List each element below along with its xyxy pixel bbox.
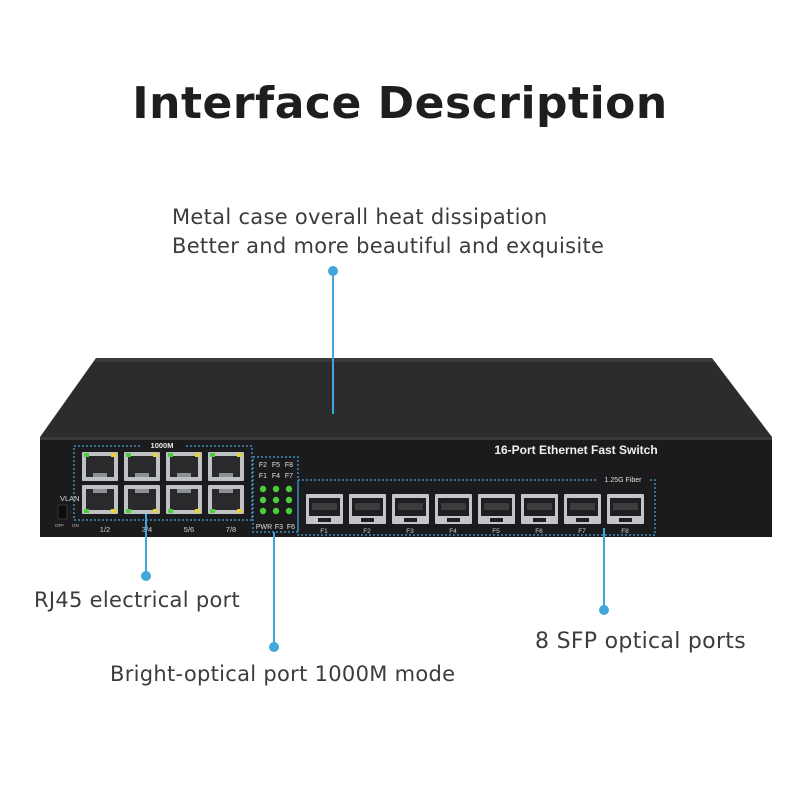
sfp-port-label: F8 <box>621 528 629 535</box>
optical-mode-callout: Bright-optical port 1000M mode <box>110 662 456 686</box>
led-label: F5 <box>272 462 280 469</box>
metal-case-callout-line1: Metal case overall heat dissipation <box>172 205 548 229</box>
vlan-on-label: ON <box>72 523 79 528</box>
vlan-label: VLAN <box>60 494 80 503</box>
port-led <box>84 453 89 457</box>
page-title: Interface Description <box>132 78 668 129</box>
sfp-port <box>435 494 472 524</box>
led-label: F2 <box>259 462 267 469</box>
optical-mode-leader-dot <box>269 642 279 652</box>
status-led <box>285 485 293 493</box>
sfp-port <box>521 494 558 524</box>
sfp-port-label: F2 <box>363 528 371 535</box>
port-led <box>210 509 215 513</box>
status-led <box>259 507 267 515</box>
status-led <box>272 485 280 493</box>
sfp-port-label: F4 <box>449 528 457 535</box>
sfp-port-row <box>306 494 644 524</box>
port-led <box>126 453 131 457</box>
rj45-port-label: 1/2 <box>100 525 110 534</box>
rj45-port <box>208 452 244 481</box>
sfp-group-outline <box>297 479 656 536</box>
port-led <box>195 453 200 457</box>
metal-case-callout-line2: Better and more beautiful and exquisite <box>172 234 605 258</box>
rj45-port <box>82 485 118 514</box>
sfp-port <box>478 494 515 524</box>
model-label: 16-Port Ethernet Fast Switch <box>494 443 657 457</box>
rj45-leader-line <box>145 514 147 574</box>
sfp-leader-line <box>603 528 605 608</box>
rj45-port <box>166 452 202 481</box>
port-led <box>153 509 158 513</box>
sfp-port-label: F6 <box>535 528 543 535</box>
status-led <box>285 496 293 504</box>
port-led <box>210 453 215 457</box>
sfp-group-label: 1.25G Fiber <box>605 477 643 484</box>
led-label: PWR <box>256 524 272 531</box>
status-led <box>259 485 267 493</box>
optical-mode-leader-line <box>273 532 275 646</box>
led-label: F7 <box>285 473 293 480</box>
port-led <box>237 509 242 513</box>
metal-case-callout: Metal case overall heat dissipation Bett… <box>172 203 604 261</box>
port-led <box>195 509 200 513</box>
led-label: F1 <box>259 473 267 480</box>
port-led <box>168 453 173 457</box>
status-led <box>272 507 280 515</box>
rj45-port <box>208 485 244 514</box>
rj45-port-label: 3/4 <box>142 525 152 534</box>
metal-case-leader-line <box>332 272 334 414</box>
led-label: F3 <box>275 524 283 531</box>
led-label: F4 <box>272 473 280 480</box>
metal-case-leader-dot <box>328 266 338 276</box>
sfp-port-label: F7 <box>578 528 586 535</box>
port-led <box>84 509 89 513</box>
led-label: F8 <box>285 462 293 469</box>
status-led <box>285 507 293 515</box>
sfp-port <box>392 494 429 524</box>
rj45-port-label: 5/6 <box>184 525 194 534</box>
sfp-port-label: F3 <box>406 528 414 535</box>
rj45-port <box>124 485 160 514</box>
status-led <box>272 496 280 504</box>
sfp-port <box>306 494 343 524</box>
sfp-port <box>607 494 644 524</box>
rj45-callout: RJ45 electrical port <box>34 588 241 612</box>
led-indicator-grid <box>259 485 293 515</box>
sfp-leader-dot <box>599 605 609 615</box>
port-led <box>153 453 158 457</box>
sfp-port-label: F1 <box>320 528 328 535</box>
sfp-callout: 8 SFP optical ports <box>535 629 746 654</box>
rj45-port <box>124 452 160 481</box>
rj45-port-grid <box>82 452 244 514</box>
port-led <box>111 453 116 457</box>
sfp-port <box>349 494 386 524</box>
switch-top-surface <box>40 358 772 437</box>
status-led <box>259 496 267 504</box>
sfp-port-label: F5 <box>492 528 500 535</box>
rj45-leader-dot <box>141 571 151 581</box>
vlan-off-label: OFF <box>55 523 64 528</box>
sfp-port <box>564 494 601 524</box>
led-label: F6 <box>287 524 295 531</box>
port-led <box>111 509 116 513</box>
rj45-port <box>82 452 118 481</box>
port-led <box>168 509 173 513</box>
rj45-port-label: 7/8 <box>226 525 236 534</box>
rj45-group-label: 1000M <box>151 441 174 450</box>
rj45-port <box>166 485 202 514</box>
port-led <box>237 453 242 457</box>
port-led <box>126 509 131 513</box>
vlan-toggle <box>57 504 68 520</box>
